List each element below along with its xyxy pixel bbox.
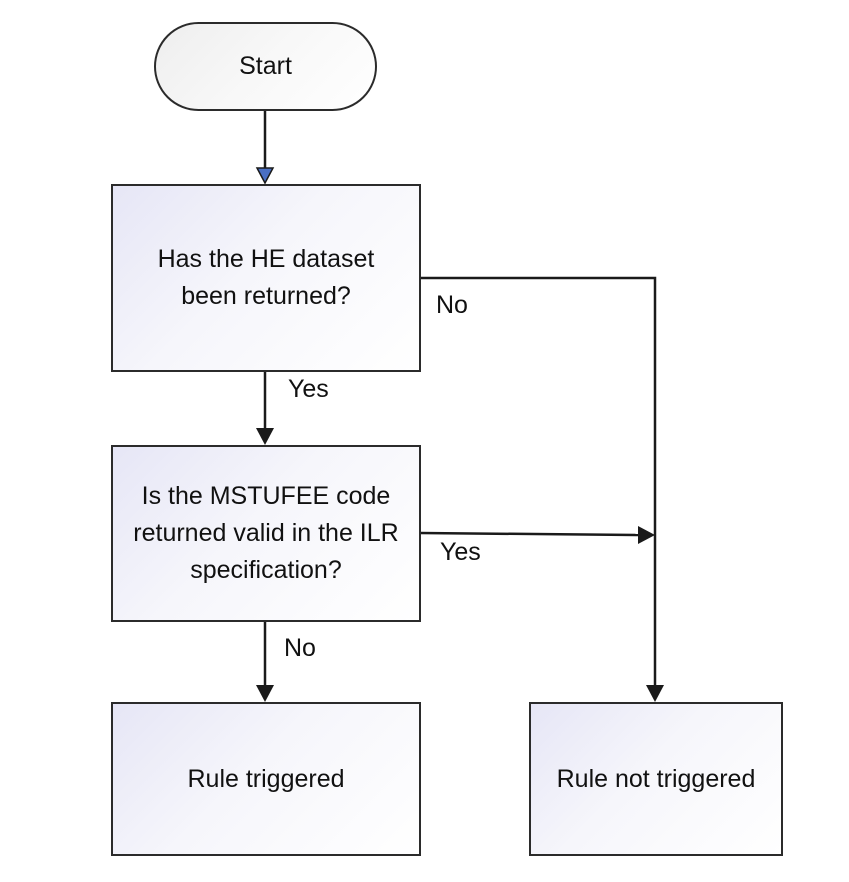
edge-label-he-dataset-yes: Yes [288, 375, 329, 403]
arrowhead-icon [646, 685, 664, 702]
rule-triggered-label: Rule triggered [187, 764, 345, 793]
edge-label-mstufee-no: No [284, 634, 316, 662]
edge-he-dataset-no [420, 276, 664, 702]
decision-mstufee-node: Is the MSTUFEE code returned valid in th… [111, 445, 421, 622]
rule-triggered-node: Rule triggered [111, 702, 421, 856]
decision-mstufee-label: Is the MSTUFEE code returned valid in th… [133, 482, 399, 584]
decision-he-dataset-node: Has the HE dataset been returned? [111, 184, 421, 372]
rule-not-triggered-node: Rule not triggered [529, 702, 783, 856]
arrowhead-icon [256, 428, 274, 445]
arrowhead-icon [256, 685, 274, 702]
edge-label-mstufee-yes: Yes [440, 538, 481, 566]
start-node-label: Start [239, 52, 292, 80]
edge-label-he-dataset-no: No [436, 291, 468, 319]
start-arrowhead-icon [255, 167, 275, 185]
edge-mstufee-no [256, 621, 274, 702]
rule-not-triggered-label: Rule not triggered [556, 764, 756, 793]
start-node: Start [154, 22, 377, 111]
arrowhead-icon [638, 526, 655, 544]
edge-mstufee-yes [419, 526, 655, 544]
decision-he-dataset-label: Has the HE dataset been returned? [157, 245, 375, 310]
edge-he-dataset-yes [256, 371, 274, 445]
edge-start-to-he-dataset [255, 111, 275, 185]
